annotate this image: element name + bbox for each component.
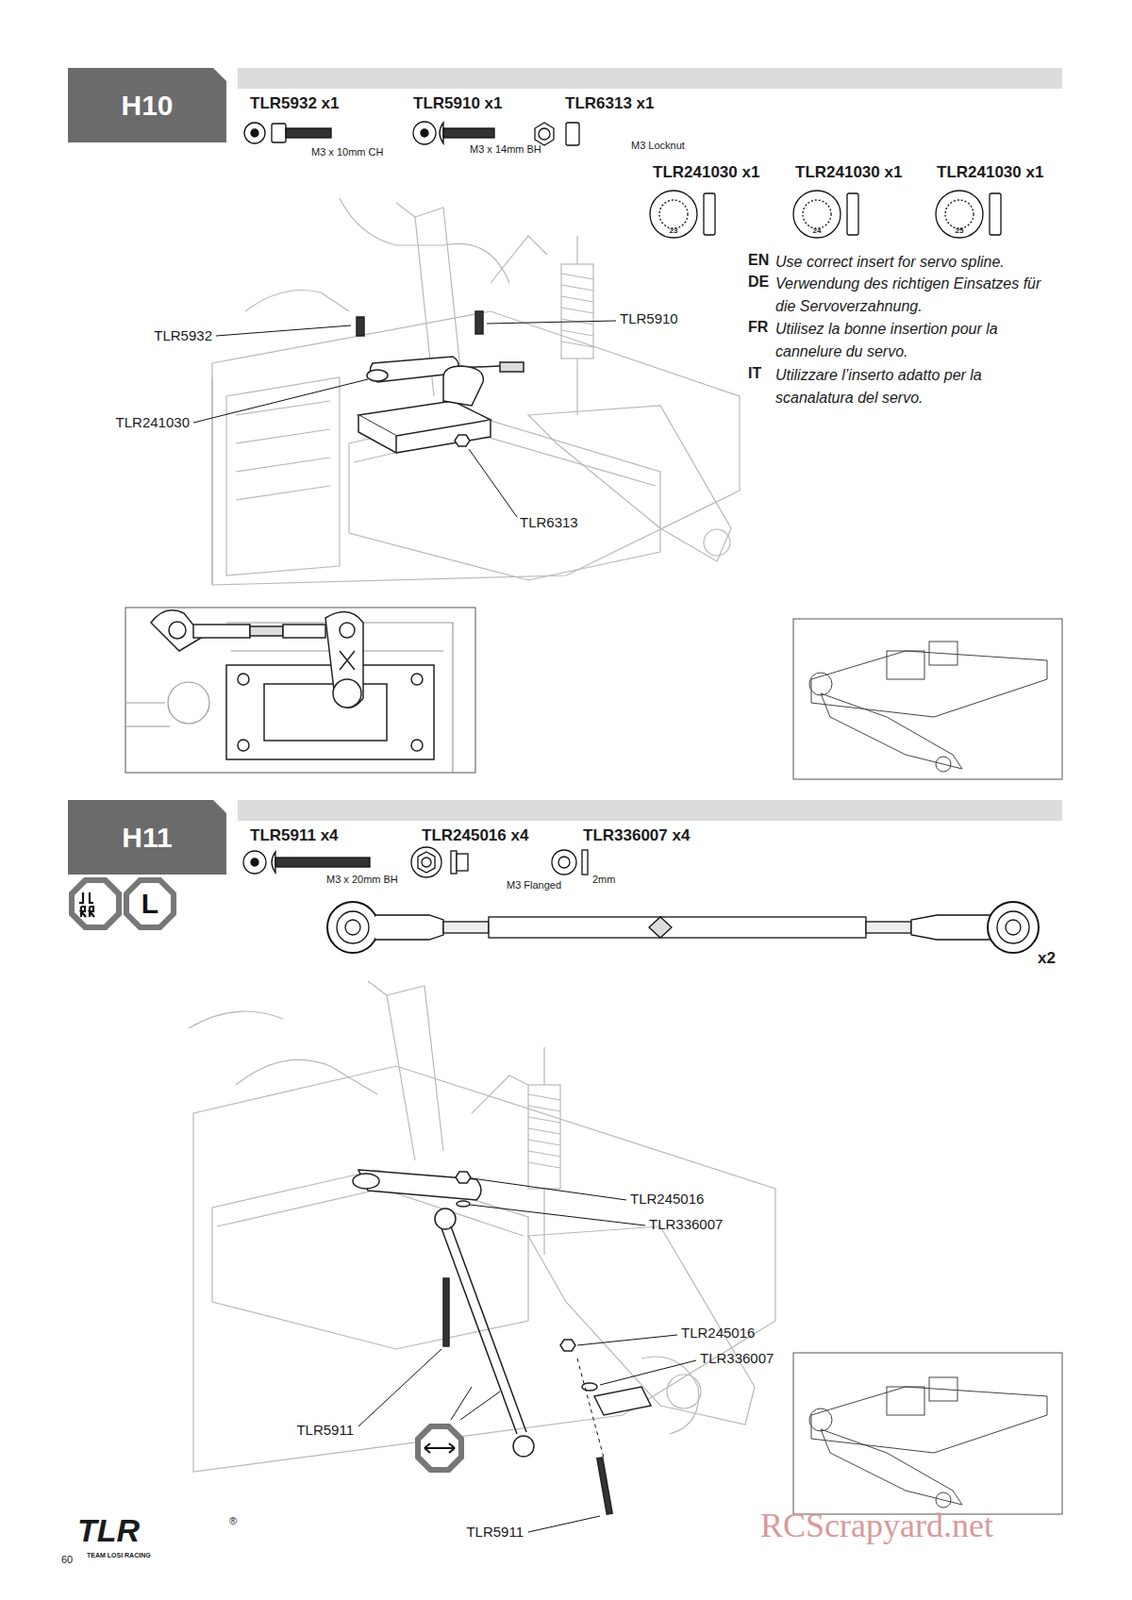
part-number: TLR5910 x1 [413,94,503,114]
language-code: IT [748,364,762,383]
part-spec: M3 x 10mm CH [311,146,383,159]
trademark: ® [229,1514,237,1528]
spline-size: 23 [669,226,679,236]
node-text: L [141,887,159,920]
node-outline [67,799,227,875]
language-code: EN [748,250,769,269]
language-code: FR [748,317,768,336]
callout-label: TLR336007 [699,1349,774,1367]
watermark: RCScrapyard.net [760,1505,994,1547]
part-number: TLR5932 x1 [249,94,340,114]
node-text: H10 [120,89,173,122]
note-text: Utilizzare l’inserto adatto per la scana… [775,364,1059,410]
side-icon: L [123,877,177,931]
part-spec: 2mm [592,873,616,886]
alignment-line [577,1358,604,1458]
detail-inset [125,607,476,773]
quantity: x2 [1037,948,1056,968]
node-text: H11 [121,821,172,854]
note-text: Utilisez la bonne insertion pour la cann… [775,317,1059,364]
part-number: TLR5911 x4 [249,826,339,846]
brand-name: TEAM LOSI RACING [86,1551,151,1560]
language-code: DE [748,272,769,291]
leader-line [193,320,616,517]
callout-label: TLR6313 [519,514,579,532]
header-bar [237,799,1063,821]
callout-label: TLR336007 [649,1215,723,1233]
chassis-sketch [212,198,740,585]
part-spec: M3 x 14mm BH [469,143,542,156]
spline-size: 24 [813,226,822,236]
part-number: TLR245016 x4 [421,826,529,846]
step-number: H10 [67,67,227,143]
note-text: Use correct insert for servo spline. [775,250,1059,274]
node-fill [129,882,171,925]
orientation-icon [68,877,122,931]
part-number: TLR241030 x1 [795,163,902,183]
overview-inset [793,1352,1063,1515]
page-number: 60 [61,1553,73,1566]
part-number: TLR336007 x4 [582,826,690,846]
inset-servo [150,610,434,760]
callout-label: TLR5911 [296,1421,354,1439]
callout-label: TLR5932 [153,327,213,345]
spline-size: 25 [955,226,965,236]
chassis-sketch [188,981,776,1472]
overview-inset [793,618,1063,780]
adjust-icon [415,1386,500,1473]
overview-car [809,1377,1048,1508]
node-outline [123,877,177,931]
part-number: TLR241030 x1 [652,163,760,183]
overview-car [809,641,1048,772]
part-number: TLR6313 x1 [565,94,655,114]
callout-label: TLR241030 [116,414,190,432]
callout-label: TLR245016 [681,1324,755,1342]
servo-assembly [356,311,524,453]
node-outline [67,67,227,143]
part-number: TLR241030 x1 [936,163,1044,183]
note-text: Verwendung des richtigen Einsatzes für d… [775,272,1059,318]
callout-label: TLR245016 [630,1190,704,1208]
brand-logo: TLR [77,1511,140,1550]
part-spec: M3 Locknut [631,139,685,152]
part-spec: M3 x 20mm BH [326,873,399,886]
part-icons [243,121,1039,953]
step-number: H11 [67,799,227,875]
callout-label: TLR5910 [619,310,679,328]
callout-label: TLR5911 [466,1523,524,1541]
leader-line [358,1178,697,1532]
part-spec: M3 Flanged [506,879,562,892]
header-bar [237,67,1063,89]
